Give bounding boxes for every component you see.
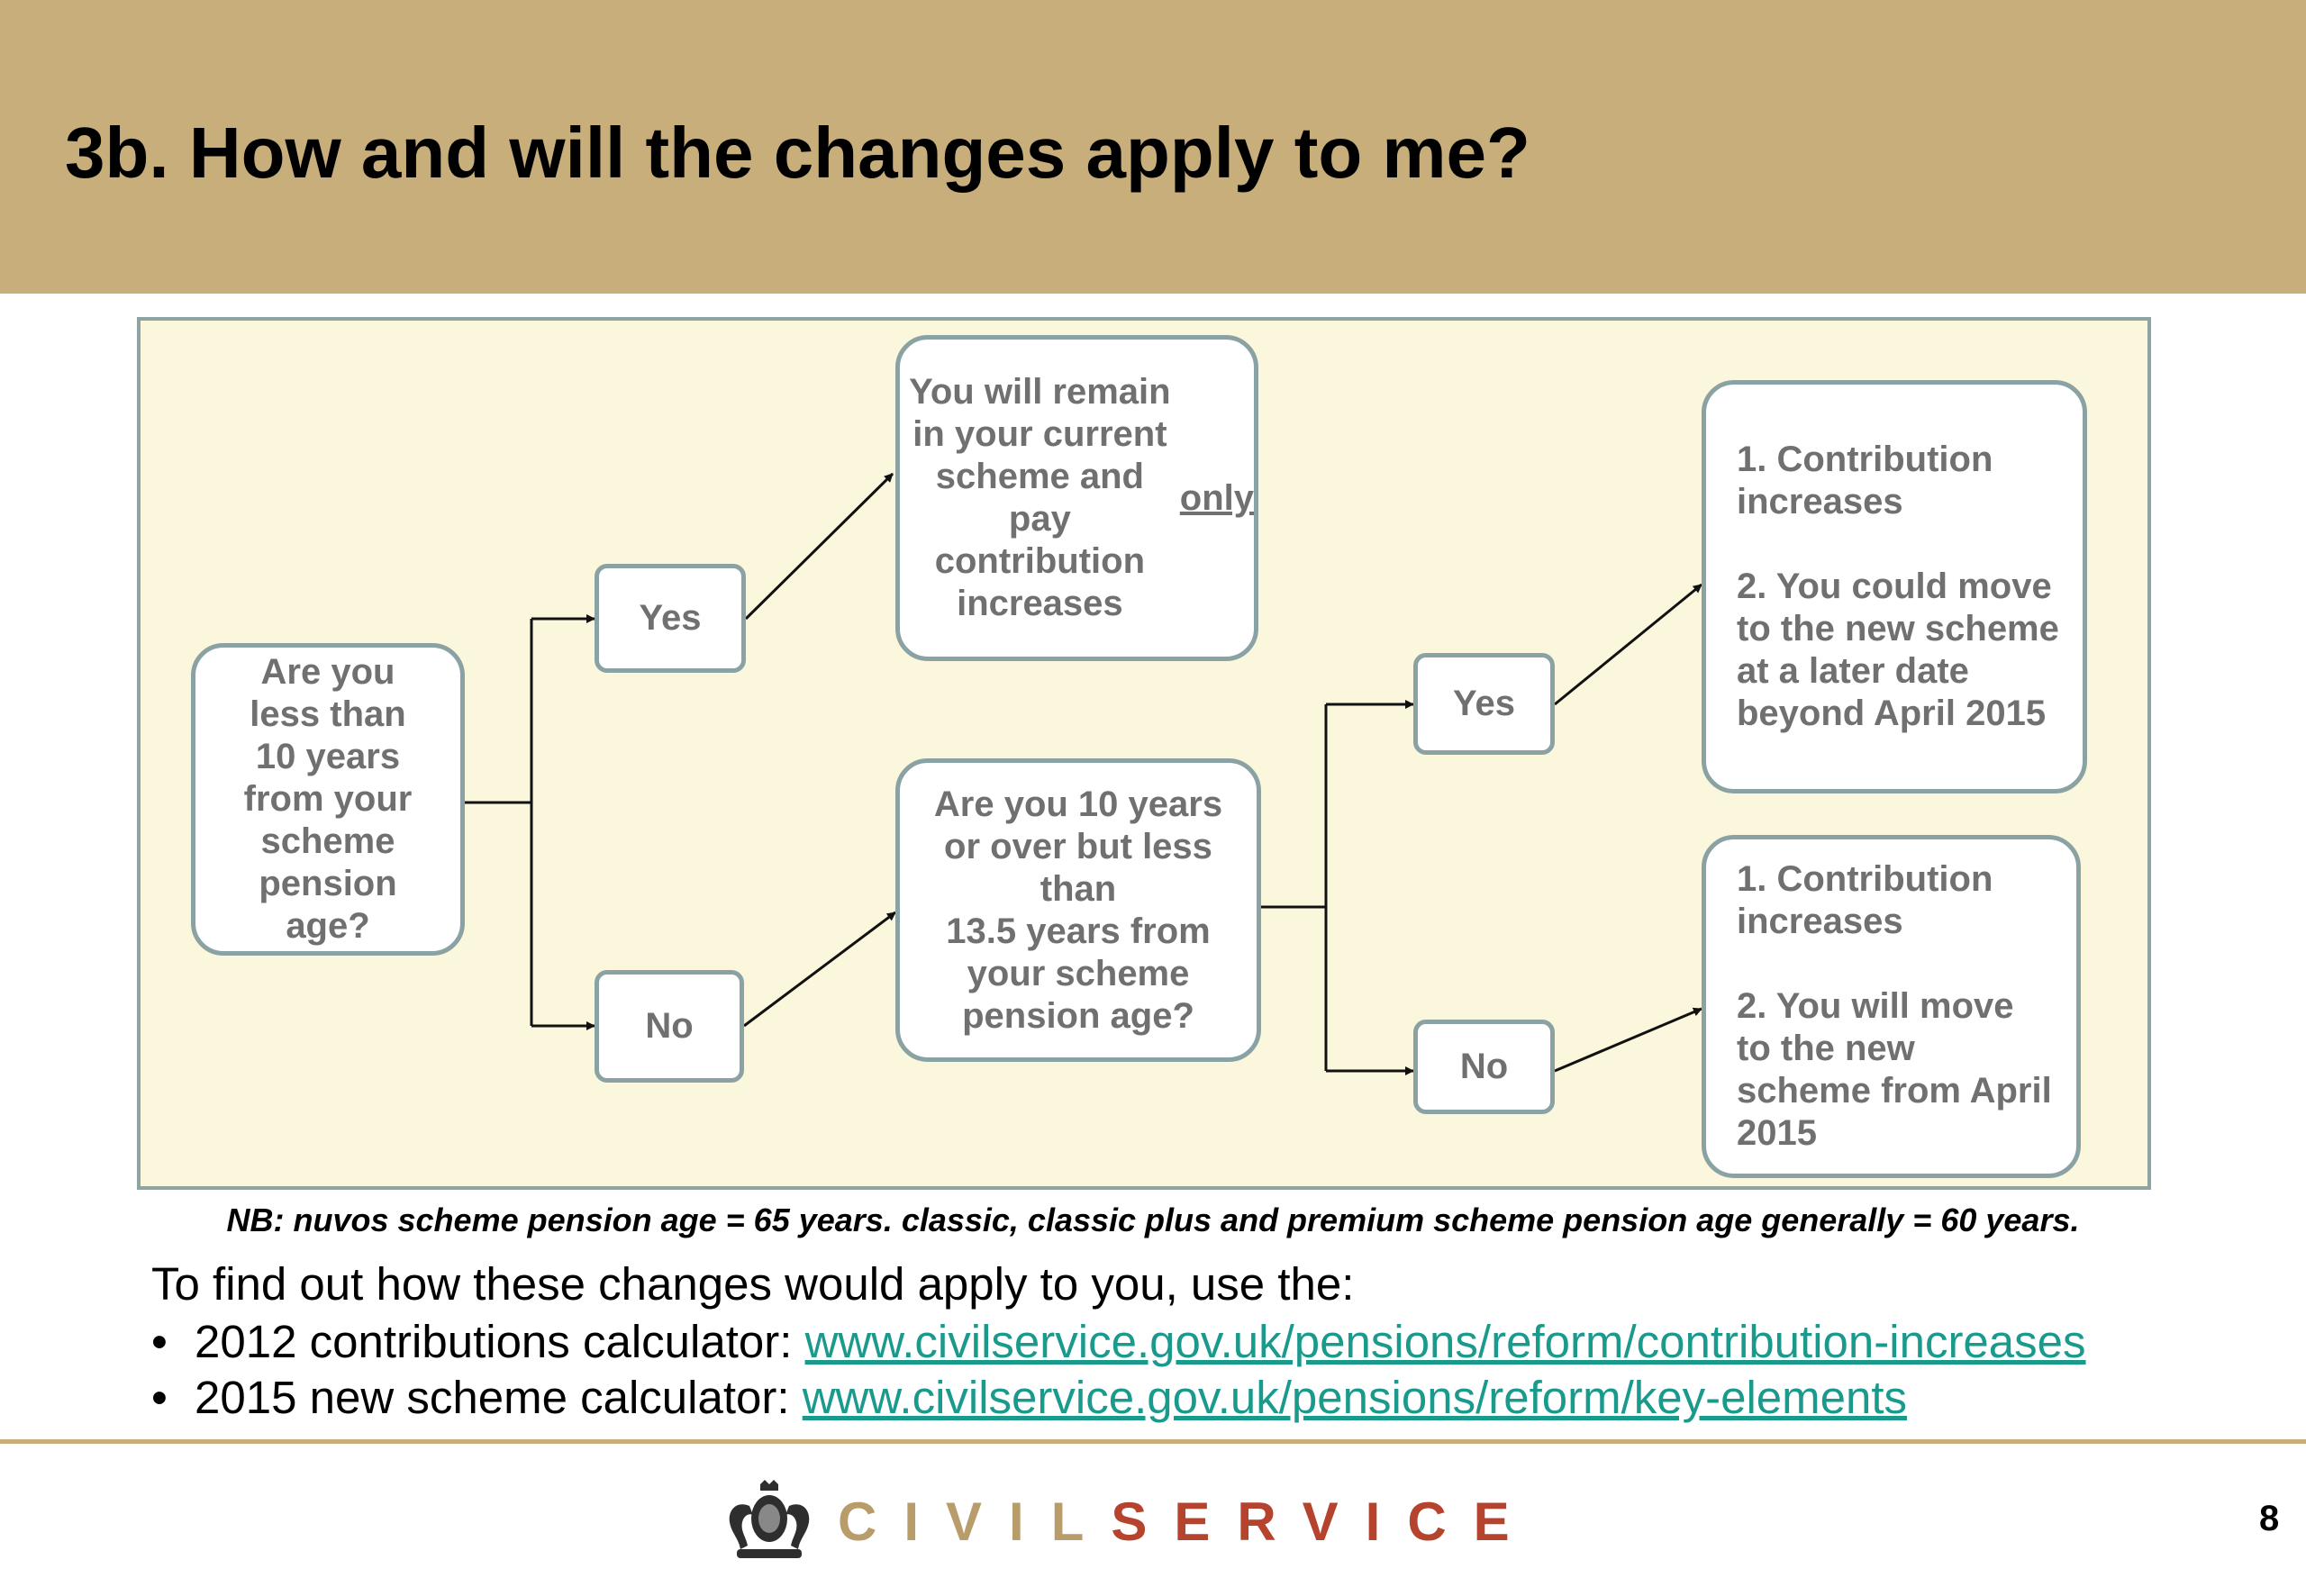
page-number: 8	[2259, 1499, 2280, 1538]
nb-note: NB: nuvos scheme pension age = 65 years.…	[226, 1202, 2080, 1238]
arrow-no-to-q2	[743, 911, 896, 1028]
remain-emphasis-only: only	[1179, 477, 1254, 518]
answer-no-1: No	[595, 970, 744, 1083]
arrow-yes-to-remain	[744, 472, 894, 621]
flowchart-panel: Are you less than 10 years from your sch…	[137, 317, 2151, 1190]
outcome-move-later: 1. Contribution increases 2. You could m…	[1702, 380, 2087, 793]
calculator-label-2012: 2012 contributions calculator:	[195, 1316, 805, 1367]
answer-yes-1: Yes	[595, 564, 746, 673]
calculator-item-2015: • 2015 new scheme calculator: www.civilse…	[151, 1371, 1907, 1424]
answer-yes-2: Yes	[1413, 653, 1555, 755]
outcome-remain-current-scheme: You will remain in your current scheme a…	[895, 335, 1258, 661]
arrow-no-to-2015	[1554, 1007, 1702, 1073]
header-band: 3b. How and will the changes apply to me…	[0, 0, 2306, 294]
question-10-to-13-5-years: Are you 10 years or over but less than 1…	[895, 758, 1261, 1062]
link-key-elements[interactable]: www.civilservice.gov.uk/pensions/reform/…	[802, 1372, 1908, 1423]
answer-no-2: No	[1413, 1020, 1555, 1114]
calculator-label-2015: 2015 new scheme calculator:	[195, 1372, 803, 1423]
calculator-intro: To find out how these changes would appl…	[151, 1258, 1355, 1310]
link-contribution-increases[interactable]: www.civilservice.gov.uk/pensions/reform/…	[804, 1316, 2086, 1367]
arrow-yes-to-later	[1554, 583, 1702, 706]
question-less-than-10-years: Are you less than 10 years from your sch…	[191, 643, 465, 956]
remain-text: You will remain in your current scheme a…	[909, 372, 1171, 623]
flowchart-connectors	[465, 472, 1702, 1075]
civil-service-logo: CIVILSERVICE	[721, 1477, 1537, 1567]
outcome-move-april-2015: 1. Contribution increases 2. You will mo…	[1702, 835, 2081, 1178]
brand-civil: CIVIL	[838, 1492, 1112, 1552]
calculator-item-2012: • 2012 contributions calculator: www.civi…	[151, 1315, 2086, 1368]
bullet: •	[151, 1372, 168, 1423]
brand-service: SERVICE	[1111, 1492, 1537, 1552]
bullet: •	[151, 1316, 168, 1367]
brand-wordmark: CIVILSERVICE	[838, 1495, 1537, 1549]
footer-divider	[0, 1439, 2306, 1444]
page-title: 3b. How and will the changes apply to me…	[65, 113, 1530, 193]
royal-crest-icon	[729, 1480, 810, 1558]
